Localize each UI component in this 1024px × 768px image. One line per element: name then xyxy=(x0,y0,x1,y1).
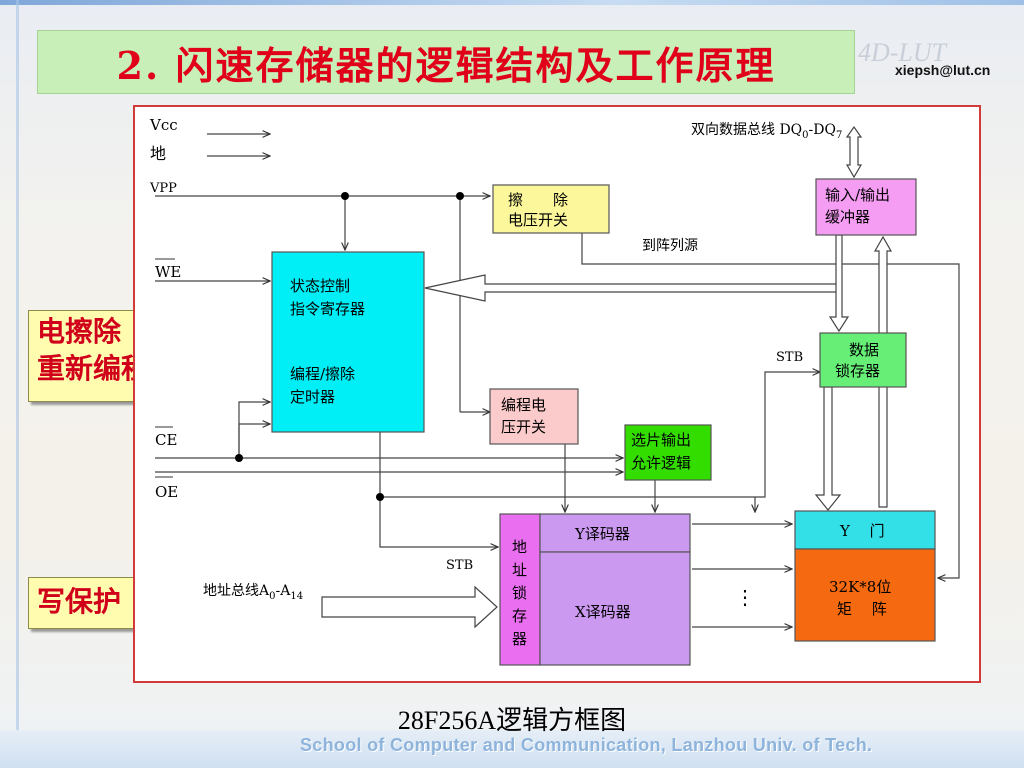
address-latch-text: 存 xyxy=(512,607,527,625)
data-bus-arrow xyxy=(845,125,863,179)
ellipsis-dots: ⋮ xyxy=(735,585,755,609)
top-accent-line xyxy=(0,0,1024,5)
matrix-text: 32K*8位 xyxy=(829,578,891,596)
matrix-text: 矩 阵 xyxy=(837,600,887,618)
lut-logo: 4D-LUT xyxy=(858,38,947,67)
data-latch-text: 锁存器 xyxy=(835,362,880,380)
oe-label: OE xyxy=(155,483,178,501)
title-banner: 2. 闪速存储器的逻辑结构及工作原理 xyxy=(37,30,855,94)
vpp-label: VPP xyxy=(149,181,177,196)
erase-switch-text: 擦 除 xyxy=(508,191,568,209)
stb-label-bottom: STB xyxy=(446,558,473,573)
junction-dot xyxy=(376,493,384,501)
address-latch-text: 址 xyxy=(512,561,527,579)
x-decoder-text: X译码器 xyxy=(575,603,631,621)
y-gate-block xyxy=(794,510,936,550)
erase-switch-text: 电压开关 xyxy=(508,211,568,229)
prog-switch-text: 编程电 xyxy=(501,396,546,414)
state-control-text: 指令寄存器 xyxy=(290,300,365,318)
chip-output-text: 允许逻辑 xyxy=(631,454,691,472)
address-latch-text: 锁 xyxy=(512,584,527,602)
left-accent-line xyxy=(16,0,19,768)
state-control-text: 编程/擦除 xyxy=(290,365,355,383)
y-gate-text: Y 门 xyxy=(839,522,885,540)
state-control-text: 定时器 xyxy=(290,388,335,406)
stb-label-top: STB xyxy=(776,350,803,365)
vcc-label: Vcc xyxy=(149,116,178,134)
io-buffer-block xyxy=(815,178,917,236)
junction-dot xyxy=(341,192,349,200)
state-control-text: 状态控制 xyxy=(290,277,350,295)
x-decoder-block xyxy=(539,551,691,666)
data-latch-text: 数据 xyxy=(849,341,879,359)
state-control-block xyxy=(271,251,425,433)
address-latch-text: 地 xyxy=(512,538,527,556)
erase-label-line1: 电擦除 xyxy=(37,315,122,348)
erase-label-line2: 重新编程 xyxy=(37,352,150,385)
address-latch-block xyxy=(499,513,541,666)
block-diagram: Vcc 地 VPP WE CE OE 双向数据总线 DQ0-DQ7 地址总线A0… xyxy=(133,105,981,683)
diagram-caption: 28F256A逻辑方框图 xyxy=(397,706,627,735)
write-protect-text: 写保护 xyxy=(37,585,122,618)
chip-output-block xyxy=(624,424,712,481)
junction-dot xyxy=(235,454,243,462)
data-latch-block xyxy=(819,332,907,388)
y-decoder-block xyxy=(539,513,691,553)
prog-switch-block xyxy=(489,388,579,445)
y-decoder-text: Y译码器 xyxy=(574,525,630,543)
matrix-block xyxy=(794,548,936,642)
footer-band xyxy=(0,730,1024,768)
author-email: xiepsh@lut.cn xyxy=(895,62,991,78)
we-label: WE xyxy=(155,263,181,281)
io-buffer-text: 缓冲器 xyxy=(825,208,870,226)
to-array-source-label: 到阵列源 xyxy=(642,238,698,254)
ce-label: CE xyxy=(155,431,177,449)
io-buffer-text: 输入/输出 xyxy=(825,186,890,204)
prog-switch-text: 压开关 xyxy=(501,418,546,436)
footer-school-name: School of Computer and Communication, La… xyxy=(300,735,873,755)
address-bus-label: 地址总线A0-A14 xyxy=(203,583,303,602)
state-feedback-arrow xyxy=(424,274,841,302)
address-bus-arrow xyxy=(321,585,498,629)
erase-switch-block xyxy=(492,184,610,234)
slide-title: 2. 闪速存储器的逻辑结构及工作原理 xyxy=(116,42,776,88)
data-bus-label: 双向数据总线 DQ0-DQ7 xyxy=(691,122,842,141)
write-protect-label: 写保护 xyxy=(28,577,152,629)
chip-output-text: 选片输出 xyxy=(631,431,691,449)
address-latch-text: 器 xyxy=(512,630,527,648)
diagram-canvas: Vcc 地 VPP WE CE OE 双向数据总线 DQ0-DQ7 地址总线A0… xyxy=(149,116,960,666)
gnd-label: 地 xyxy=(150,144,166,163)
junction-dot xyxy=(456,192,464,200)
